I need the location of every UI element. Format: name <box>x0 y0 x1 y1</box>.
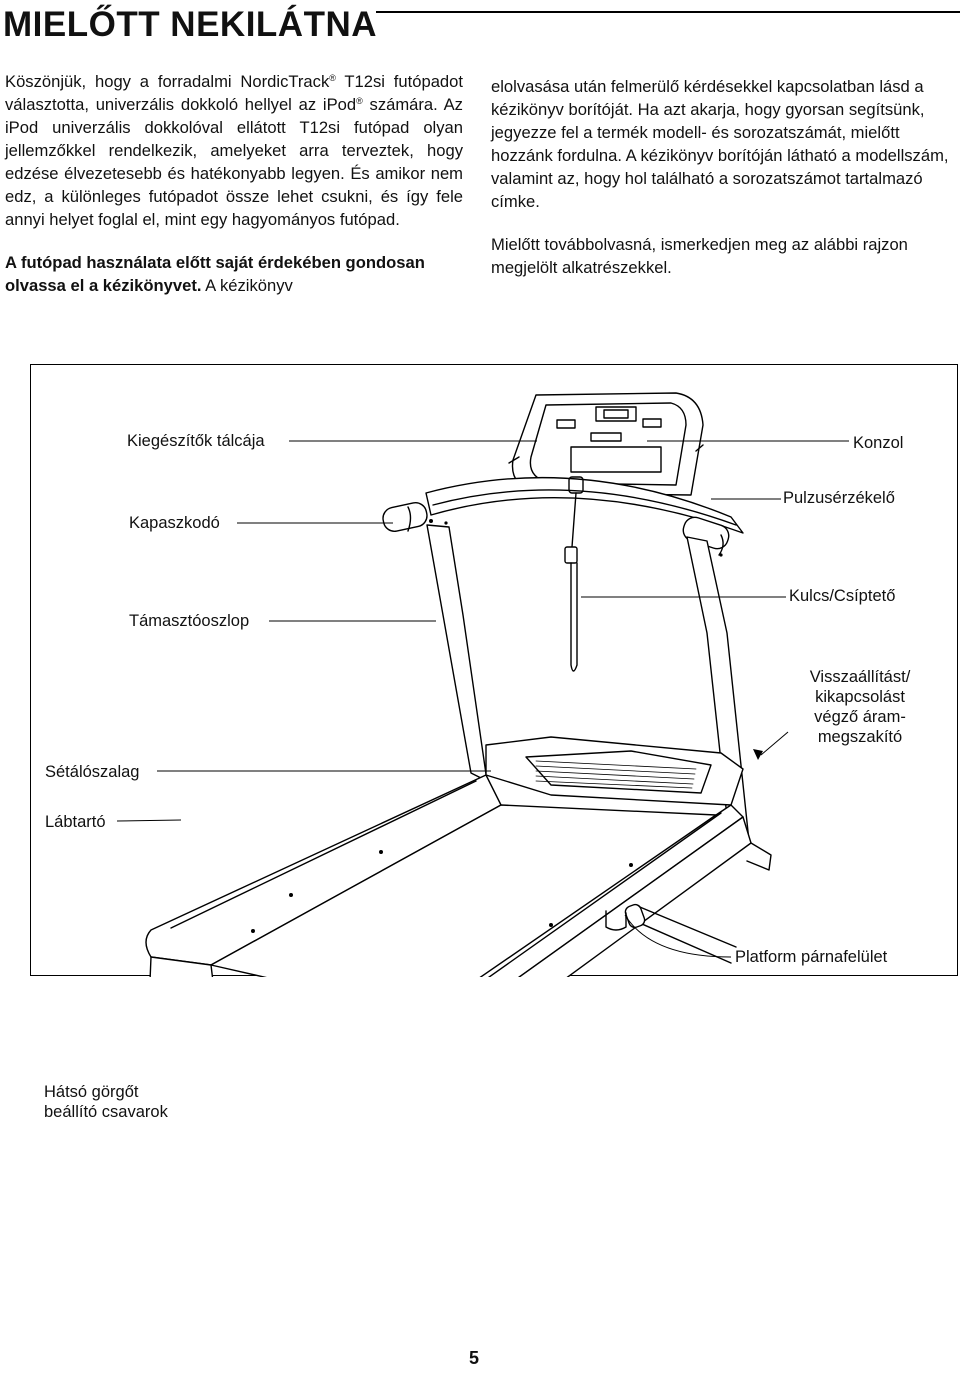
treadmill-drawing <box>116 392 849 977</box>
registered-mark: ® <box>329 73 336 83</box>
intro-text-b: T12si futópadot választotta, univerzális… <box>5 72 464 114</box>
intro-paragraph-4: Mielőtt továbbolvasná, ismerkedjen meg a… <box>491 235 908 277</box>
label-pulse-sensor: Pulzusérzékelő <box>783 489 895 507</box>
label-foot-rail: Lábtartó <box>45 813 106 831</box>
treadmill-diagram: Kiegészítők tálcája Konzol Kapaszkodó Pu… <box>30 364 958 977</box>
intro-paragraph-1: Köszönjük, hogy a forradalmi NordicTrack… <box>5 70 463 231</box>
page-title: MIELŐTT NEKILÁTNA <box>3 5 378 44</box>
label-reset-breaker: Visszaállítást/ kikapcsolást végző áram-… <box>791 667 929 747</box>
label-accessory-tray: Kiegészítők tálcája <box>127 432 265 450</box>
label-reset-breaker-line: megszakító <box>817 728 903 746</box>
label-reset-breaker-line: kikapcsolást <box>815 688 905 706</box>
label-reset-breaker-line: végző áram- <box>814 708 906 726</box>
intro-left-column: Köszönjük, hogy a forradalmi NordicTrack… <box>5 70 463 317</box>
label-rear-roller-line: Hátsó görgőt <box>44 1083 139 1101</box>
label-rear-roller-bolts: Hátsó görgőt beállító csavarok <box>44 1082 168 1122</box>
label-key-clip: Kulcs/Csíptető <box>789 587 896 605</box>
intro-text-c: számára. Az iPod univerzális dokkolóval … <box>5 95 463 229</box>
label-upright: Támasztóoszlop <box>129 612 250 630</box>
label-platform-cushion: Platform párnafelület <box>735 948 888 966</box>
intro-paragraph-3: elolvasása után felmerülő kérdésekkel ka… <box>491 77 949 211</box>
title-rule <box>376 11 960 13</box>
page-number: 5 <box>469 1348 480 1368</box>
label-walking-belt: Sétálószalag <box>45 763 140 781</box>
label-console: Konzol <box>853 434 904 452</box>
intro-warning-bold: A futópad használata előtt saját érdekéb… <box>5 253 425 295</box>
intro-right-column: elolvasása után felmerülő kérdésekkel ka… <box>491 75 953 299</box>
intro-warning-rest: A kézikönyv <box>201 276 293 295</box>
label-reset-breaker-line: Visszaállítást/ <box>809 668 911 686</box>
registered-mark: ® <box>356 96 363 106</box>
label-handrail: Kapaszkodó <box>129 514 220 532</box>
intro-paragraph-2: A futópad használata előtt saját érdekéb… <box>5 251 463 297</box>
label-rear-roller-line: beállító csavarok <box>44 1103 168 1121</box>
intro-text-a: Köszönjük, hogy a forradalmi NordicTrack <box>5 72 330 91</box>
